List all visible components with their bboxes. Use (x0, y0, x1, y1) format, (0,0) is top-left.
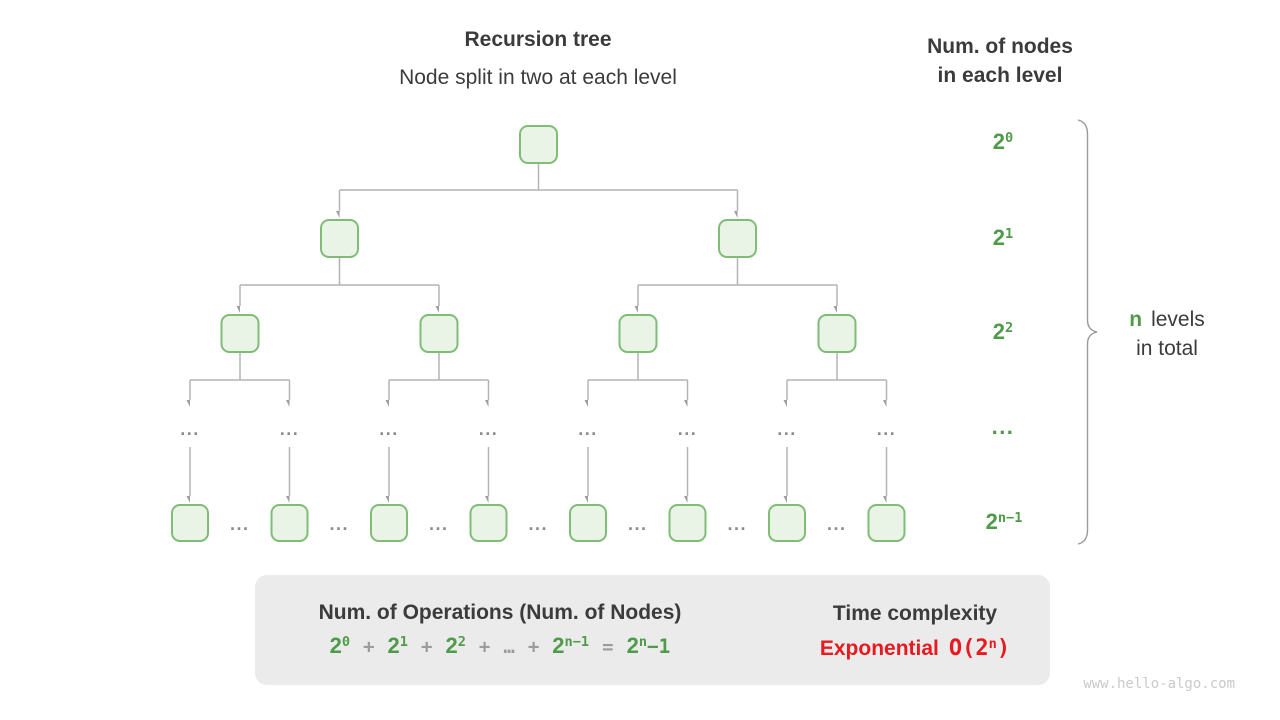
formula-term: 22 (445, 633, 466, 658)
level-label-ellipsis: ... (991, 414, 1015, 439)
figure-subtitle: Node split in two at each level (399, 66, 677, 89)
figure-title: Recursion tree (464, 28, 612, 51)
level-label-1: 21 (992, 225, 1014, 250)
big-o-notation: O(2n) (948, 636, 1011, 661)
tree-node-leaf (270, 504, 309, 542)
tree-node-leaf (469, 504, 508, 542)
leaf-gap-ellipsis: ... (827, 513, 847, 534)
formula-operator: + (527, 636, 540, 658)
tree-node (718, 219, 757, 258)
formula-term: 20 (329, 633, 351, 658)
leaf-gap-ellipsis: ... (727, 513, 748, 534)
summary-panel (255, 575, 1050, 685)
tree-node (817, 314, 857, 353)
formula-ellipsis: … (503, 636, 515, 658)
tree-node-leaf (171, 504, 209, 542)
tree-ellipsis: ... (578, 418, 598, 439)
operations-formula: 20 + 21 + 22 + … + 2n−1 = 2n−1 (280, 633, 720, 659)
leaf-gap-ellipsis: ... (329, 513, 350, 534)
tree-ellipsis: ... (279, 418, 300, 439)
tree-ellipsis: ... (777, 418, 797, 439)
tree-edge (190, 163, 887, 381)
watermark: www.hello-algo.com (1083, 676, 1235, 692)
tree-ellipsis: ... (379, 418, 399, 439)
tree-node-leaf (668, 504, 707, 542)
leaf-gap-ellipsis: ... (528, 513, 549, 534)
level-label-0: 20 (992, 129, 1014, 154)
levels-total-line2: in total (1136, 337, 1198, 360)
formula-term: 2n−1 (552, 633, 590, 658)
leaf-gap-ellipsis: ... (429, 513, 449, 534)
formula-equals: = (602, 636, 614, 658)
complexity-class-label: Exponential (819, 637, 939, 660)
tree-ellipsis: ... (478, 418, 499, 439)
tree-node-leaf (569, 504, 607, 542)
n-variable: n (1129, 308, 1143, 331)
tree-node-leaf (370, 504, 408, 542)
time-complexity-title: Time complexity (832, 602, 998, 625)
formula-operator: + (421, 636, 433, 658)
tree-node (320, 219, 359, 258)
level-label-2: 22 (992, 319, 1014, 344)
levels-brace (1077, 119, 1098, 545)
formula-operator: + (363, 636, 375, 658)
tree-node (618, 314, 658, 353)
operations-title: Num. of Operations (Num. of Nodes) (318, 601, 682, 624)
level-label-last: 2n−1 (985, 509, 1023, 534)
leaf-gap-ellipsis: ... (230, 513, 250, 534)
formula-result: 2n−1 (626, 633, 671, 658)
tree-node-leaf (867, 504, 906, 542)
time-complexity-value: Exponential O(2n) (780, 636, 1050, 661)
tree-node (419, 314, 459, 353)
leaf-gap-ellipsis: ... (628, 513, 648, 534)
right-column-header: Num. of nodes in each level (888, 32, 1112, 90)
tree-ellipsis: ... (180, 418, 200, 439)
tree-node-leaf (768, 504, 806, 542)
right-header-line1: Num. of nodes (927, 35, 1073, 58)
tree-ellipsis: ... (876, 418, 897, 439)
formula-term: 21 (387, 633, 408, 658)
tree-node-root (519, 125, 558, 164)
right-header-line2: in each level (937, 64, 1063, 87)
formula-operator: + (478, 636, 491, 658)
tree-ellipsis: ... (677, 418, 698, 439)
tree-node (220, 314, 260, 353)
